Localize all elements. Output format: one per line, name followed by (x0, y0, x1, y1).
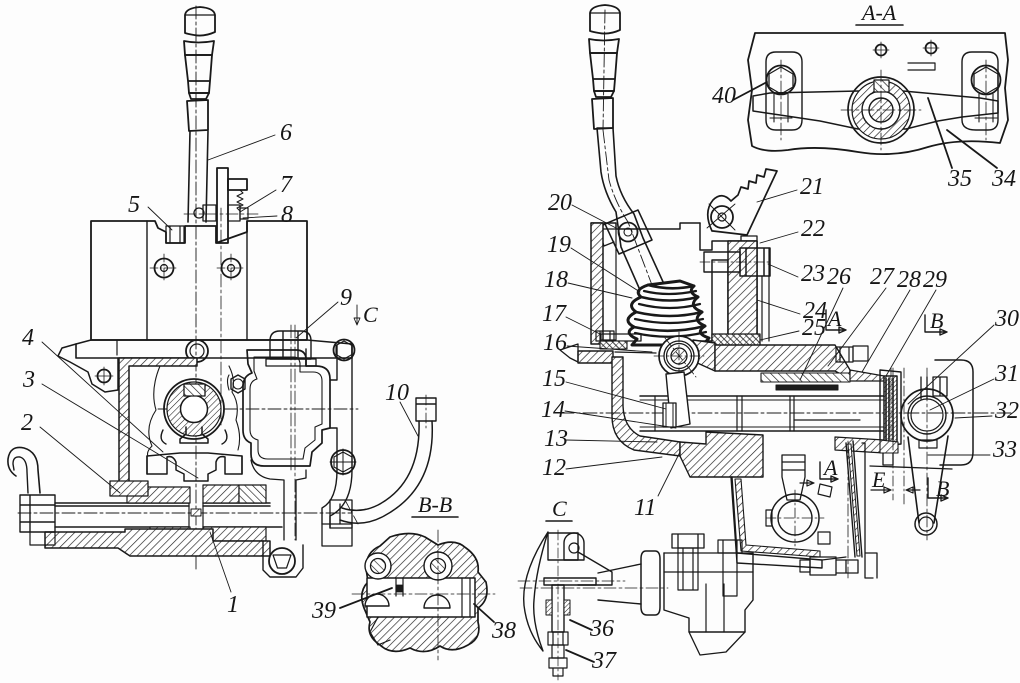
svg-text:3: 3 (22, 367, 35, 393)
svg-text:19: 19 (547, 232, 571, 258)
svg-text:1: 1 (227, 592, 239, 618)
svg-text:9: 9 (340, 285, 352, 311)
svg-text:12: 12 (542, 455, 566, 481)
svg-text:E: E (871, 467, 886, 492)
svg-text:24: 24 (803, 298, 827, 324)
svg-text:38: 38 (491, 618, 516, 644)
svg-text:2: 2 (21, 410, 33, 436)
svg-text:A: A (826, 306, 842, 331)
svg-text:18: 18 (544, 267, 568, 293)
svg-text:14: 14 (541, 397, 565, 423)
svg-text:37: 37 (591, 648, 617, 674)
svg-text:33: 33 (992, 437, 1017, 463)
svg-text:29: 29 (923, 267, 947, 293)
svg-text:4: 4 (22, 325, 34, 351)
svg-text:32: 32 (994, 398, 1019, 424)
svg-text:22: 22 (801, 216, 825, 242)
svg-text:40: 40 (712, 83, 736, 109)
svg-text:11: 11 (634, 495, 656, 521)
svg-text:36: 36 (589, 616, 614, 642)
svg-text:C: C (552, 496, 567, 521)
svg-text:B: B (930, 308, 943, 333)
svg-text:B-B: B-B (418, 492, 452, 517)
svg-text:31: 31 (994, 361, 1019, 387)
svg-text:25: 25 (802, 315, 826, 341)
svg-text:35: 35 (947, 166, 972, 192)
svg-text:13: 13 (544, 426, 568, 452)
svg-text:20: 20 (548, 190, 572, 216)
svg-text:A-A: A-A (860, 0, 897, 25)
svg-text:B: B (936, 476, 949, 501)
svg-text:8: 8 (281, 202, 293, 228)
svg-text:16: 16 (543, 330, 567, 356)
svg-text:28: 28 (897, 267, 921, 293)
svg-text:39: 39 (311, 598, 336, 624)
svg-text:26: 26 (827, 264, 851, 290)
svg-text:23: 23 (801, 261, 825, 287)
svg-text:7: 7 (280, 172, 293, 198)
svg-text:C: C (363, 302, 378, 327)
svg-text:27: 27 (870, 264, 895, 290)
svg-text:6: 6 (280, 120, 292, 146)
svg-text:17: 17 (542, 301, 567, 327)
svg-text:10: 10 (385, 380, 409, 406)
svg-text:5: 5 (128, 192, 140, 218)
svg-text:34: 34 (991, 166, 1016, 192)
svg-text:15: 15 (542, 366, 566, 392)
svg-text:21: 21 (800, 174, 824, 200)
svg-text:A: A (822, 455, 838, 480)
svg-text:30: 30 (994, 306, 1019, 332)
